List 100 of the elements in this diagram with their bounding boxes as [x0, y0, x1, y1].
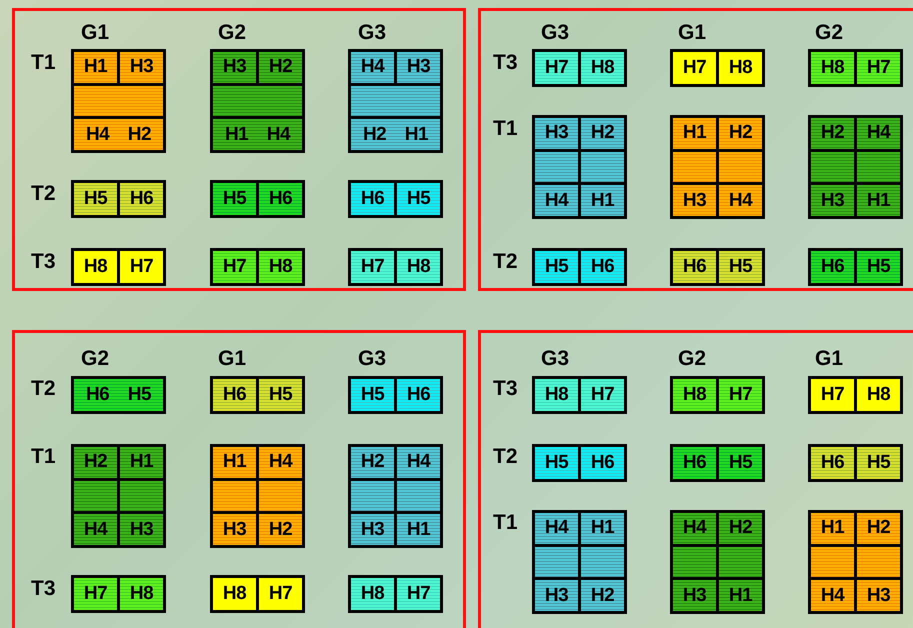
cell-block	[808, 115, 903, 219]
grid-cell: H4	[74, 514, 117, 545]
grid-cell: H1	[581, 185, 624, 216]
row-header: T2	[493, 250, 518, 274]
grid-cell: H6	[673, 447, 716, 479]
grid-cell: H3	[535, 580, 578, 611]
row-header: T3	[31, 577, 56, 601]
grid-cell: H8	[259, 251, 302, 283]
grid-cell: H6	[581, 251, 624, 283]
grid-cell: H5	[74, 183, 117, 215]
cell-block	[670, 510, 765, 614]
row-header: T2	[493, 445, 518, 469]
grid-cell: H2	[259, 52, 302, 83]
grid-cell: H2	[581, 118, 624, 149]
grid-cell: H1	[120, 447, 163, 478]
grid-cell: H3	[120, 514, 163, 545]
grid-cell: H7	[535, 52, 578, 84]
cell-block	[670, 376, 765, 414]
grid-cell: H8	[120, 578, 163, 610]
grid-cell: H1	[673, 118, 716, 149]
grid-cell: H5	[213, 183, 256, 215]
row-header: T2	[31, 377, 56, 401]
grid-cell: H8	[74, 251, 117, 283]
grid-cell: H5	[857, 447, 900, 479]
grid-cell: H4	[857, 118, 900, 149]
grid-cell: H8	[351, 578, 394, 610]
grid-cell: H6	[811, 447, 854, 479]
grid-cell: H3	[857, 580, 900, 611]
cell-block	[348, 180, 443, 218]
grid-cell: H5	[535, 447, 578, 479]
cell-block	[532, 115, 627, 219]
cell-block	[532, 510, 627, 614]
grid-cell: H2	[719, 513, 762, 544]
grid-cell: H3	[673, 580, 716, 611]
grid-cell: H8	[811, 52, 854, 84]
cell-block	[808, 376, 903, 414]
cell-block	[670, 49, 765, 87]
cell-block	[670, 444, 765, 482]
cell-block	[670, 248, 765, 286]
grid-cell: H5	[719, 251, 762, 283]
grid-cell: H2	[857, 513, 900, 544]
cell-block	[348, 444, 443, 548]
panel-frame	[478, 8, 913, 291]
grid-cell: H2	[581, 580, 624, 611]
grid-cell: H2	[259, 514, 302, 545]
column-header: G2	[815, 21, 844, 45]
column-header: G3	[541, 347, 570, 371]
grid-cell: H6 H5	[74, 379, 163, 411]
grid-cell: H1	[74, 52, 117, 83]
column-header: G1	[678, 21, 706, 45]
column-header: G3	[358, 21, 386, 45]
row-header: T1	[31, 51, 56, 75]
grid-cell: H3	[213, 514, 256, 545]
grid-cell: H3	[397, 52, 440, 83]
cell-block	[808, 510, 903, 614]
row-header: T3	[493, 377, 518, 401]
grid-cell: H1	[397, 514, 440, 545]
cell-block	[210, 575, 305, 613]
column-header: G2	[218, 21, 246, 45]
grid-cell: H6	[120, 183, 163, 215]
cell-block	[532, 444, 627, 482]
cell-block	[71, 49, 166, 153]
cell-block	[210, 444, 305, 548]
cell-block	[808, 444, 903, 482]
grid-cell: H7	[213, 251, 256, 283]
cell-block	[71, 248, 166, 286]
column-header: G2	[678, 347, 706, 371]
grid-cell: H6	[351, 183, 394, 215]
cell-block	[808, 49, 903, 87]
row-header: T1	[31, 445, 56, 469]
grid-cell: H7	[581, 379, 624, 411]
cell-block	[348, 575, 443, 613]
grid-cell: H7	[673, 52, 716, 84]
grid-cell: H6	[581, 447, 624, 479]
grid-cell: H8	[397, 251, 440, 283]
grid-cell: H4	[259, 447, 302, 478]
grid-cell: H5	[535, 251, 578, 283]
panel-frame	[478, 330, 913, 628]
grid-cell: H4	[719, 185, 762, 216]
grid-cell: H5	[857, 251, 900, 283]
cell-block	[532, 248, 627, 286]
grid-cell: H7	[397, 578, 440, 610]
grid-cell: H2	[811, 118, 854, 149]
panel-frame	[12, 330, 466, 628]
grid-cell: H6	[213, 379, 256, 411]
row-header: T3	[493, 51, 518, 75]
grid-cell: H7	[120, 251, 163, 283]
cell-block	[210, 49, 305, 153]
cell-block	[808, 248, 903, 286]
grid-cell: H4	[397, 447, 440, 478]
grid-cell: H1	[719, 580, 762, 611]
grid-cell: H8	[673, 379, 716, 411]
grid-cell: H6	[259, 183, 302, 215]
cell-block	[532, 376, 627, 414]
grid-cell: H4	[673, 513, 716, 544]
grid-cell: H8	[581, 52, 624, 84]
cell-block	[71, 444, 166, 548]
cell-block	[210, 376, 305, 414]
cell-block	[71, 575, 166, 613]
grid-cell: H6	[673, 251, 716, 283]
